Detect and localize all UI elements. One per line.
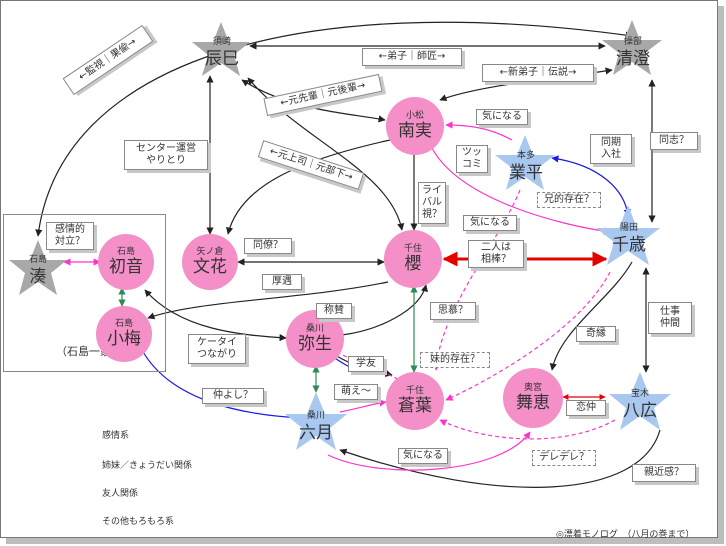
label-deshi: ←弟子｜師匠→ [362,48,462,66]
node-minato-surname: 石島 [28,255,47,265]
node-narihira-name: 業平 [509,163,543,183]
credit-text: ◎漂着モノログ （八月の巻まで） [556,530,695,540]
node-sakura[interactable]: 千住 櫻 [384,230,442,288]
label-kanjouteki: 感情的 対立？ [46,222,94,250]
label-center: センター運営 やりとり [124,140,208,170]
link-chitose-aoba [445,271,611,401]
link-yahiro-aoba [439,419,616,440]
label-keitai: ケータイ つながり [188,334,246,364]
node-chitose-name: 千歳 [612,235,646,255]
node-hatsune-surname: 石島 [116,247,135,257]
node-tatsumi-name: 辰巳 [205,49,239,69]
node-mutsuki-surname: 桑川 [306,411,325,421]
legend-sibling-label: 姉妹／きょうだい関係 [102,461,193,471]
label-kouka: 厚遇 [262,274,302,290]
label-renchu: 恋仲 [566,400,606,416]
legend-friend-label: 友人関係 [102,489,139,499]
label-kininaru3: 気になる [398,448,448,464]
legend-other-label: その他もろもろ系 [102,517,175,527]
node-hatsune[interactable]: 石島 初音 [98,234,154,290]
node-yahiro-name: 八広 [623,401,657,421]
star-tatsumi [192,22,250,76]
node-maie[interactable]: 奥宮 舞恵 [503,368,563,428]
node-yayoi[interactable]: 桑川 弥生 [286,310,344,368]
node-fumika[interactable]: 矢ノ倉 文花 [182,234,238,290]
link-minami-fumika [226,139,391,235]
link-yayoi-sakura [341,284,428,336]
ishijima-family-group [3,214,166,372]
node-yahiro-surname: 宝木 [630,389,649,399]
node-mutsuki-name: 六月 [299,423,333,443]
link-narihira-chitose [551,155,631,217]
node-kiyosumi-name: 清澄 [616,49,650,69]
label-aibou: 二人は 相棒？ [468,240,524,268]
link-chitose-maie [549,261,633,371]
star-shapes [9,20,671,450]
link-mutsuki-aoba [339,399,387,413]
label-shindeshi: ←新弟子｜伝説→ [482,64,594,82]
link-hatsune-yayoi [144,289,287,342]
node-chitose-surname: 陽田 [619,223,638,233]
link-yahiro-mutsuki [339,429,661,488]
node-minato-name: 湊 [29,267,47,287]
label-ani: 兄的存在？ [537,192,601,208]
node-fumika-surname: 矢ノ倉 [196,247,224,257]
node-hatsune-name: 初音 [109,257,143,277]
label-rival: ライ バル 視？ [418,182,446,224]
node-yayoi-name: 弥生 [298,334,332,354]
node-minami-name: 南実 [398,121,432,141]
label-doushi: 同志？ [650,132,698,150]
label-kien: 奇縁 [576,326,616,342]
label-shibo: 思慕？ [430,302,476,320]
node-narihira-surname: 本多 [516,151,535,161]
node-sakura-name: 櫻 [404,254,422,274]
node-koume-name: 小梅 [107,329,141,349]
label-shoushan: 称賛 [316,303,352,319]
node-tatsumi-surname: 須崎 [212,37,231,47]
legend-emotion-label: 感情系 [102,431,130,441]
node-maie-surname: 奥宮 [523,383,542,393]
star-narihira [495,135,555,190]
label-imouto: 妹的存在？ [420,352,490,368]
link-minami-chitose [431,147,611,235]
label-moe: 萌え～ [334,384,378,400]
star-kiyosumi [602,20,662,75]
label-kininaru2: 気になる [463,215,517,231]
label-gakuyuu: 学友 [348,356,384,372]
node-kiyosumi-surname: 操部 [623,37,642,47]
star-chitose [596,205,660,265]
label-kininaru1: 気になる [476,109,528,125]
label-deredere: デレデレ？ [532,450,596,466]
node-minami[interactable]: 小松 南実 [386,97,444,155]
node-koume[interactable]: 石島 小梅 [96,306,152,362]
label-douki: 同期 入社 [590,134,632,164]
node-aoba[interactable]: 千住 蒼葉 [386,372,444,430]
label-shigoto: 仕事 仲間 [648,302,692,334]
link-narihira-aoba [432,189,521,371]
link-yayoi-aoba-dash [329,349,411,386]
node-maie-name: 舞恵 [516,393,550,413]
label-dourou: 同僚？ [244,238,292,254]
link-narihira-minami [445,121,513,141]
node-aoba-surname: 千住 [405,386,424,396]
node-sakura-surname: 千住 [403,244,422,254]
node-koume-surname: 石島 [114,319,133,329]
star-mutsuki [285,392,347,450]
node-minami-surname: 小松 [405,111,424,121]
star-yahiro [609,372,671,430]
node-yayoi-surname: 桑川 [305,324,324,334]
link-mutsuki-maie [327,431,531,471]
node-fumika-name: 文花 [193,257,227,277]
label-nakayoshi: 仲よし？ [202,388,264,404]
label-tsukkomi: ツッ コミ [456,145,488,173]
star-minato [9,240,67,295]
label-shinkin: 親近感？ [632,464,696,482]
node-aoba-name: 蒼葉 [398,396,432,416]
